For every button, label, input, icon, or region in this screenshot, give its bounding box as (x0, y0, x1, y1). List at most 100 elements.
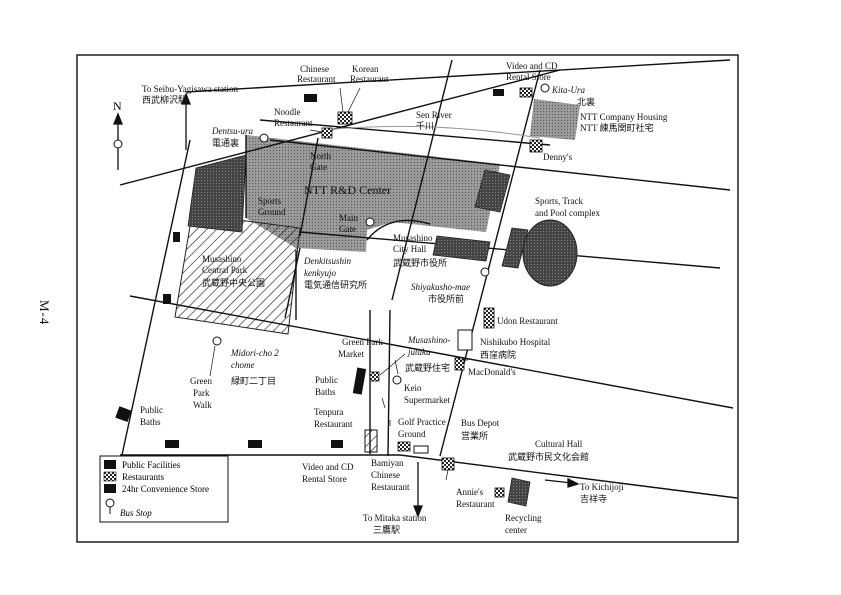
label-sports-ground-2: Ground (258, 207, 286, 217)
map-frame (76, 54, 739, 543)
label-green-walk-1: Green (190, 376, 212, 386)
legend-convenience-label: 24hr Convenience Store (122, 484, 209, 494)
sports-building-1 (474, 169, 511, 213)
label-green-market-1: Green Park (342, 337, 383, 347)
restaurant-markers (321, 87, 543, 498)
label-sports-complex-2: and Pool complex (535, 208, 600, 218)
ntt-housing-area (530, 99, 580, 140)
ntt-building-west (187, 154, 247, 233)
label-city-hall-jp: 武蔵野市役所 (393, 257, 447, 268)
label-ntt-center: NTT R&D Center (304, 183, 391, 197)
label-sen-river-jp: 千川 (416, 121, 434, 131)
label-north-gate-2: Gate (310, 162, 327, 172)
label-sports-complex-1: Sports, Track (535, 196, 584, 206)
label-city-hall-2: City Hall (393, 244, 427, 254)
legend-restaurant-swatch (103, 471, 117, 482)
label-park-2: Central Park (202, 265, 248, 275)
label-keio-2: Supermarket (404, 395, 450, 405)
label-midori-jp: 緑町二丁目 (231, 375, 276, 386)
north-label: N (113, 99, 122, 113)
label-video-top-2: Rental Store (506, 72, 551, 82)
label-ntt-housing-jp: NTT 練馬関町社宅 (580, 122, 654, 133)
label-musashino-jutaku-1: Musashino- (407, 335, 451, 345)
label-video-top-1: Video and CD (506, 61, 558, 71)
label-midori-1: Midori-cho 2 (230, 348, 279, 358)
label-nishikubo-jp: 西窪病院 (480, 349, 516, 360)
label-main-gate-2: Gate (339, 224, 356, 234)
label-public-baths-mid-2: Baths (315, 387, 336, 397)
label-sen-river-en: Sen River (416, 110, 452, 120)
label-bus-depot-jp: 営業所 (461, 430, 488, 441)
label-shiyakusho-en: Shiyakusho-mae (411, 282, 470, 292)
legend-bus-stop-icon (105, 498, 115, 508)
label-sports-ground-1: Sports (258, 196, 282, 206)
label-chinese-1: Chinese (300, 64, 329, 74)
label-mitaka-jp: 三鷹駅 (373, 524, 400, 535)
label-musashino-jutaku-2: jutaku (407, 347, 431, 357)
pool-track (522, 219, 578, 287)
bus-stop-dentsuura (259, 133, 269, 143)
label-bamiyan-2: Chinese (371, 470, 400, 480)
label-musashino-jutaku-jp: 武蔵野住宅 (405, 362, 450, 373)
label-kichijoji-jp: 吉祥寺 (580, 493, 607, 504)
label-video-bottom-1: Video and CD (302, 462, 354, 472)
legend-box (99, 455, 229, 523)
label-golf-2: Ground (398, 429, 426, 439)
label-recycling-2: center (505, 525, 527, 535)
bus-stop-kitaura (540, 83, 550, 93)
label-north-gate-1: North (310, 151, 331, 161)
label-noodle-1: Noodle (274, 107, 301, 117)
legend-public-swatch (104, 460, 116, 469)
label-seibu-en: To Seibu-Yagisawa station (142, 84, 238, 94)
label-city-hall-1: Musashino (393, 233, 433, 243)
roads (119, 59, 738, 499)
label-noodle-2: Restaurant (274, 118, 313, 128)
label-green-market-2: Market (338, 349, 364, 359)
label-dentsuura-en: Dentsu-ura (211, 126, 253, 136)
label-seibu-jp: 西武柳沢駅 (142, 94, 187, 105)
leader-lines (209, 87, 468, 481)
bus-stop-main-gate (365, 217, 375, 227)
label-park-jp: 武蔵野中央公園 (202, 277, 265, 288)
label-midori-2: chome (231, 360, 255, 370)
bus-stop-shiyakusho (480, 267, 490, 277)
bus-stop-musashino-jutaku (392, 375, 402, 385)
label-kitaura-jp: 北裏 (577, 96, 595, 107)
central-park (174, 213, 301, 335)
label-chinese-2: Restaurant (297, 74, 336, 84)
label-korean-2: Restaurant (350, 74, 389, 84)
legend-convenience-swatch (104, 484, 116, 493)
label-annies-1: Annie's (456, 487, 484, 497)
buildings (187, 154, 531, 507)
label-dentsuura-jp: 電通裏 (212, 137, 239, 148)
label-public-baths-mid-1: Public (315, 375, 338, 385)
convenience-store-markers (163, 89, 504, 448)
label-bamiyan-1: Bamiyan (371, 458, 404, 468)
label-cultural-jp: 武蔵野市民文化会館 (508, 451, 589, 462)
label-video-bottom-2: Rental Store (302, 474, 347, 484)
label-bamiyan-3: Restaurant (371, 482, 410, 492)
legend: Public Facilities Restaurants 24hr Conve… (99, 455, 229, 523)
legend-bus-stop-label: Bus Stop (120, 508, 152, 518)
legend-public-label: Public Facilities (122, 460, 181, 470)
label-macdonalds: MacDonald's (468, 367, 516, 377)
bus-stop-midori (212, 336, 222, 346)
label-keio-1: Keio (404, 383, 422, 393)
bus-depot-marker (413, 445, 429, 454)
label-shiyakusho-jp: 市役所前 (428, 293, 464, 304)
hospital-marker (457, 329, 473, 351)
label-park-1: Musashino (202, 254, 242, 264)
label-tenpura-1: Tenpura (314, 407, 343, 417)
label-nishikubo-en: Nishikubo Hospital (480, 337, 551, 347)
label-dennys: Denny's (543, 152, 573, 162)
label-kichijoji-en: To Kichijoji (580, 482, 624, 492)
label-public-baths-left-2: Baths (140, 417, 161, 427)
label-mitaka-en: To Mitaka station (363, 513, 427, 523)
label-denki-2: kenkyujo (304, 268, 336, 278)
label-tenpura-2: Restaurant (314, 419, 353, 429)
label-green-walk-3: Walk (193, 400, 212, 410)
label-recycling-1: Recycling (505, 513, 542, 523)
label-korean-1: Korean (352, 64, 379, 74)
label-denki-1: Denkitsushin (303, 256, 351, 266)
label-udon: Udon Restaurant (497, 316, 558, 326)
